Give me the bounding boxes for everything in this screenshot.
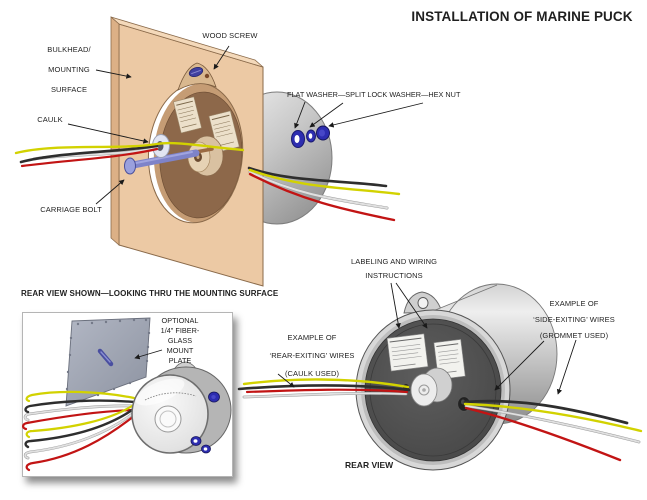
- page-title: INSTALLATION OF MARINE PUCK: [411, 9, 633, 24]
- rear-center-boss: [410, 367, 453, 407]
- inset-hex-nut: [208, 391, 220, 403]
- rear-exiting-label: EXAMPLE OF ‘REAR-EXITING’ WIRES (CAULK U…: [262, 329, 362, 383]
- top-leader-arrows: [67, 45, 424, 205]
- inset-wires: [22, 390, 137, 472]
- side-exiting-label-line2: ‘SIDE-EXITING’ WIRES: [533, 315, 615, 324]
- mount-plate-label-line3: GLASS: [167, 336, 193, 345]
- inset-puck: [131, 361, 232, 454]
- wood-screw: [188, 66, 204, 78]
- side-exiting-wires: [463, 399, 643, 462]
- puck-rear-label-left: [173, 96, 202, 134]
- bulkhead-label-line2: MOUNTING: [48, 65, 90, 74]
- split-lock-washer: [306, 129, 316, 143]
- rear-exiting-label-line2: ‘REAR-EXITING’ WIRES: [269, 351, 355, 360]
- inset-washers: [190, 436, 211, 454]
- side-exiting-label-line1: EXAMPLE OF: [549, 299, 599, 308]
- rear-view-caption: REAR VIEW: [345, 460, 394, 470]
- plate-bolt: [97, 348, 114, 367]
- rear-label-left: [386, 333, 429, 372]
- wires-right: [247, 166, 401, 222]
- bulkhead-label-line3: SURFACE: [50, 85, 88, 94]
- hex-nut: [316, 125, 330, 141]
- inset-leader-arrow: [134, 349, 163, 360]
- rear-view-shown-caption: REAR VIEW SHOWN—LOOKING THRU THE MOUNTIN…: [21, 289, 279, 298]
- caulk-label: CAULK: [37, 115, 63, 124]
- side-exiting-label-line3: (GROMMET USED): [539, 331, 609, 340]
- rear-exiting-label-line3: (CAULK USED): [284, 369, 340, 378]
- labeling-instructions-label: LABELING AND WIRING INSTRUCTIONS: [344, 255, 444, 283]
- board-left-edge: [110, 16, 120, 246]
- inset-diagram: [22, 317, 232, 472]
- mount-plate-label-line4: MOUNT: [166, 346, 194, 355]
- carriage-bolt-label: CARRIAGE BOLT: [40, 205, 102, 214]
- washer-nut-label: FLAT WASHER—SPLIT LOCK WASHER—HEX NUT: [287, 90, 461, 99]
- mount-plate-label-line5: PLATE: [168, 356, 192, 365]
- screw-pilot-dot: [204, 73, 210, 79]
- labeling-instructions-line1: LABELING AND WIRING: [350, 257, 438, 266]
- labeling-instructions-line2: INSTRUCTIONS: [365, 271, 423, 280]
- mount-plate-label-line2: 1/4" FIBER-: [160, 326, 200, 335]
- bottom-leader-arrows: [277, 282, 577, 395]
- carriage-bolt: [124, 147, 214, 175]
- rear-exiting-wires: [237, 378, 411, 399]
- rear-view-puck: [237, 283, 643, 471]
- mount-plate-label: OPTIONAL 1/4" FIBER- GLASS MOUNT PLATE: [148, 316, 212, 366]
- mount-plate-label-line1: OPTIONAL: [161, 316, 199, 325]
- side-exiting-label: EXAMPLE OF ‘SIDE-EXITING’ WIRES (GROMMET…: [524, 296, 624, 344]
- wood-screw-label: WOOD SCREW: [202, 31, 258, 40]
- bulkhead-label: BULKHEAD/ MOUNTING SURFACE: [30, 40, 108, 100]
- flat-washer: [291, 130, 305, 148]
- top-diagram: [14, 16, 401, 287]
- rear-puck-tab-hole: [417, 297, 429, 309]
- wires-left: [14, 141, 245, 168]
- bulkhead-label-line1: BULKHEAD/: [47, 45, 91, 54]
- rear-exiting-label-line1: EXAMPLE OF: [287, 333, 337, 342]
